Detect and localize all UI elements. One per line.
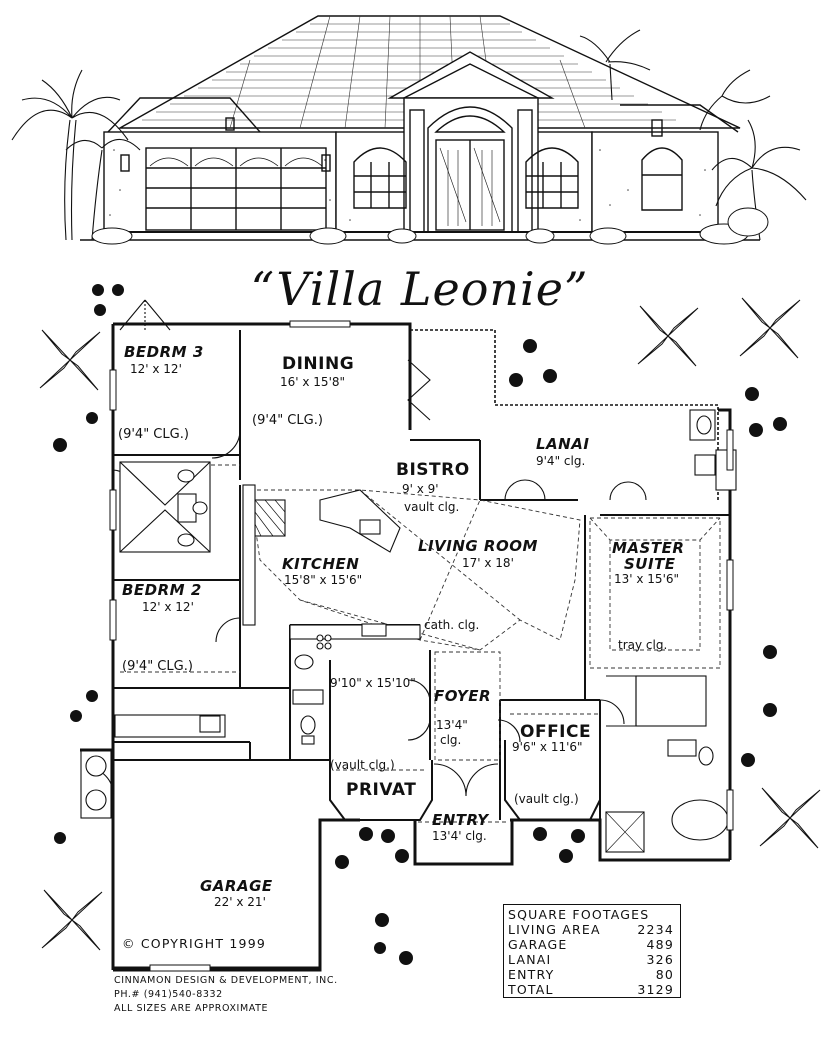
room-name-master: MASTER [612, 539, 685, 557]
sqft-value: 326 [646, 952, 674, 967]
room-dims-dining: 16' x 15'8" [280, 375, 346, 389]
builder-company: CINNAMON DESIGN & DEVELOPMENT, INC. [114, 975, 338, 986]
room-name-dining: DINING [282, 354, 355, 374]
right-wall [591, 131, 719, 233]
room-dims-foyer: 13'4" [436, 718, 468, 732]
room-dims-living: 17' x 18' [462, 556, 514, 570]
room-dims-master: 13' x 15'6" [614, 572, 680, 586]
room-name-master-2: SUITE [624, 555, 676, 573]
sqft-label: LANAI [508, 952, 552, 967]
sqft-row: TOTAL 3129 [508, 982, 674, 997]
room-dims-office: 9'6" x 11'6" [512, 740, 583, 754]
right-window [525, 147, 579, 209]
living-cathedral-outline [249, 489, 581, 651]
palm-tree-left [11, 69, 141, 241]
front-shrubs [91, 207, 769, 245]
room-name-bedroom3: BEDRM 3 [124, 343, 204, 361]
room-name-garage: GARAGE [200, 877, 273, 895]
palm-tree-right [579, 29, 807, 241]
square-footages-table: SQUARE FOOTAGES LIVING AREA 2234 GARAGE … [503, 904, 681, 998]
room-name-living: LIVING ROOM [418, 537, 538, 555]
room-note-dining: (9'4" CLG.) [252, 413, 323, 428]
room-name-office: OFFICE [520, 722, 592, 742]
master-tray-outline [589, 517, 721, 669]
room-name-foyer: FOYER [434, 687, 492, 705]
room-note-living: cath. clg. [424, 618, 480, 632]
room-note-bistro: vault clg. [404, 500, 460, 514]
entry-walls [413, 820, 514, 866]
lanai-screen [410, 329, 719, 500]
builder-phone: PH.# (941)540-8332 [114, 989, 223, 1000]
room-note-foyer: clg. [440, 733, 462, 747]
room-name-kitchen: KITCHEN [282, 555, 360, 573]
room-dims-entry: 13'4' clg. [432, 829, 487, 843]
room-dims-garage: 22' x 21' [214, 895, 266, 909]
room-dims-bedroom2: 12' x 12' [142, 600, 194, 614]
plan-title: “Villa Leonie” [250, 262, 589, 316]
square-footages-header: SQUARE FOOTAGES [508, 907, 650, 922]
room-name-bedroom2: BEDRM 2 [122, 581, 202, 599]
landscape-plants [39, 297, 821, 951]
room-note-bedroom3: (9'4" CLG.) [118, 427, 189, 442]
sqft-row: LIVING AREA 2234 [508, 922, 674, 937]
room-note-bedroom2: (9'4" CLG.) [122, 659, 193, 674]
room-name-privat: PRIVAT [346, 780, 417, 800]
room-name-entry: ENTRY [432, 811, 489, 829]
sqft-row: GARAGE 489 [508, 937, 674, 952]
sqft-row: ENTRY 80 [508, 967, 674, 982]
sqft-value: 3129 [637, 982, 674, 997]
size-disclaimer: ALL SIZES ARE APPROXIMATE [114, 1003, 269, 1014]
room-name-bistro: BISTRO [396, 460, 470, 480]
sqft-label: ENTRY [508, 967, 555, 982]
sqft-label: TOTAL [508, 982, 554, 997]
sqft-value: 2234 [637, 922, 674, 937]
room-dims-lanai: 9'4" clg. [536, 454, 586, 468]
room-dims-kitchen: 15'8" x 15'6" [284, 573, 363, 587]
room-note-privat: (vault clg.) [330, 758, 395, 772]
copyright-notice: © COPYRIGHT 1999 [122, 936, 267, 951]
outer-wall-north [113, 322, 412, 430]
sqft-row: LANAI 326 [508, 952, 674, 967]
outer-wall-east [718, 408, 732, 860]
sqft-value: 80 [655, 967, 674, 982]
room-dims-bistro: 9' x 9' [402, 482, 439, 496]
shrub-dots [53, 284, 787, 965]
room-dims-privat: 9'10" x 15'10" [330, 676, 416, 690]
room-dims-bedroom3: 12' x 12' [130, 362, 182, 376]
room-name-lanai: LANAI [536, 435, 590, 453]
left-window [353, 147, 407, 209]
room-note-office: (vault clg.) [514, 792, 579, 806]
house-elevation-drawing [11, 15, 807, 245]
sqft-label: GARAGE [508, 937, 568, 952]
foyer-outline [434, 651, 501, 761]
sqft-label: LIVING AREA [508, 922, 601, 937]
room-note-master: tray clg. [618, 638, 668, 652]
sqft-value: 489 [646, 937, 674, 952]
